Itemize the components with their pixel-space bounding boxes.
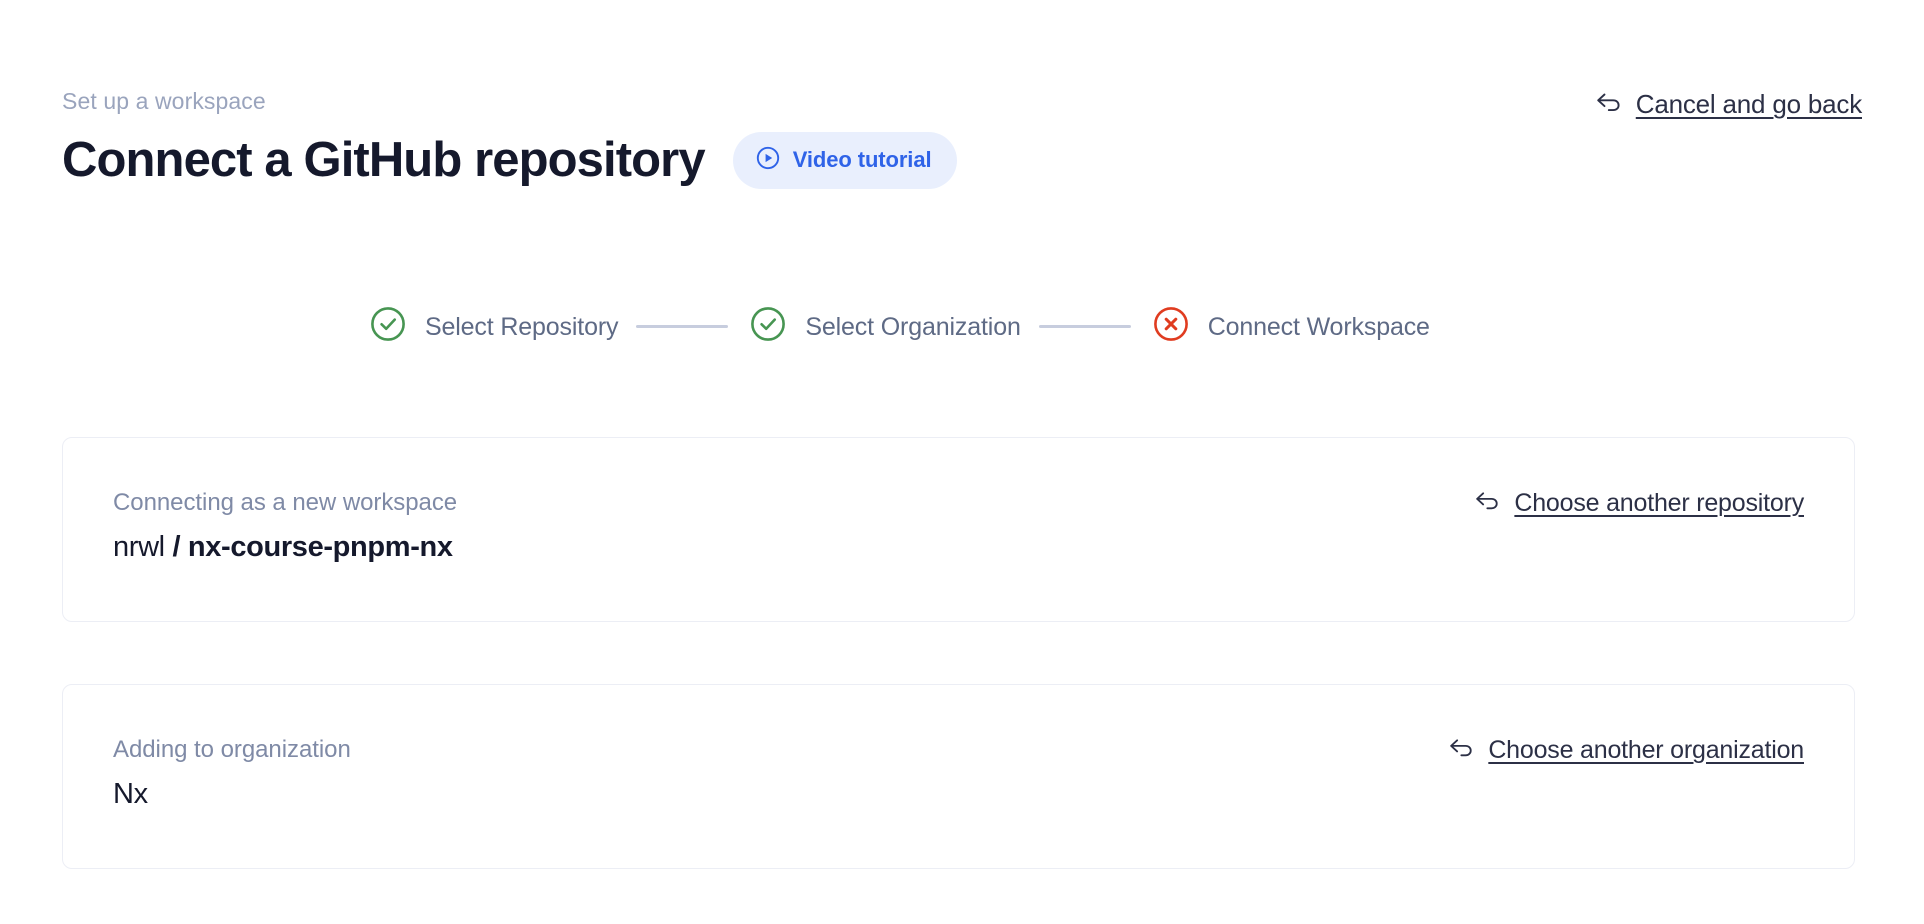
progress-stepper: Select Repository Select Organization Co…	[366, 302, 1430, 351]
video-tutorial-label: Video tutorial	[792, 147, 932, 172]
repository-card-body: Connecting as a new workspace nrwl / nx-…	[113, 488, 457, 565]
repository-separator: /	[164, 531, 188, 563]
choose-another-repository-link[interactable]: Choose another repository	[1473, 488, 1804, 518]
step-label: Select Repository	[425, 312, 619, 341]
organization-card: Adding to organization Nx Choose another…	[62, 684, 1855, 869]
step-connect-workspace[interactable]: Connect Workspace	[1149, 302, 1430, 351]
repository-card-value: nrwl / nx-course-pnpm-nx	[113, 529, 457, 565]
organization-card-inner: Adding to organization Nx Choose another…	[63, 685, 1854, 868]
repository-name: nx-course-pnpm-nx	[187, 531, 453, 563]
step-connector	[1038, 325, 1131, 328]
step-select-repository[interactable]: Select Repository	[366, 302, 619, 351]
choose-another-organization-link[interactable]: Choose another organization	[1447, 735, 1804, 765]
page-header: Set up a workspace Connect a GitHub repo…	[62, 86, 1862, 206]
step-connector	[636, 325, 729, 328]
back-arrow-icon	[1447, 735, 1476, 765]
step-label: Select Organization	[805, 312, 1021, 341]
back-arrow-icon	[1594, 89, 1624, 120]
back-arrow-icon	[1473, 488, 1502, 518]
cancel-and-go-back-label: Cancel and go back	[1635, 89, 1862, 119]
check-circle-icon	[746, 302, 790, 351]
x-circle-icon	[1149, 302, 1193, 351]
page-title: Connect a GitHub repository	[62, 133, 706, 187]
breadcrumb-eyebrow: Set up a workspace	[62, 88, 266, 114]
repository-card: Connecting as a new workspace nrwl / nx-…	[62, 437, 1855, 622]
step-label: Connect Workspace	[1207, 312, 1430, 341]
choose-another-repository-label: Choose another repository	[1514, 489, 1804, 517]
repository-card-inner: Connecting as a new workspace nrwl / nx-…	[63, 438, 1854, 621]
video-tutorial-button[interactable]: Video tutorial	[732, 131, 958, 189]
organization-card-value: Nx	[113, 778, 148, 810]
cancel-and-go-back-link[interactable]: Cancel and go back	[1594, 88, 1862, 120]
choose-another-organization-label: Choose another organization	[1488, 736, 1804, 764]
repository-card-caption: Connecting as a new workspace	[113, 489, 458, 516]
organization-card-caption: Adding to organization	[113, 736, 351, 763]
check-circle-icon	[366, 302, 410, 351]
play-circle-icon	[755, 145, 781, 176]
title-row: Connect a GitHub repository Video tutori…	[62, 130, 1862, 190]
repository-owner: nrwl	[113, 531, 165, 563]
step-select-organization[interactable]: Select Organization	[746, 302, 1021, 351]
organization-card-body: Adding to organization Nx	[113, 735, 351, 812]
